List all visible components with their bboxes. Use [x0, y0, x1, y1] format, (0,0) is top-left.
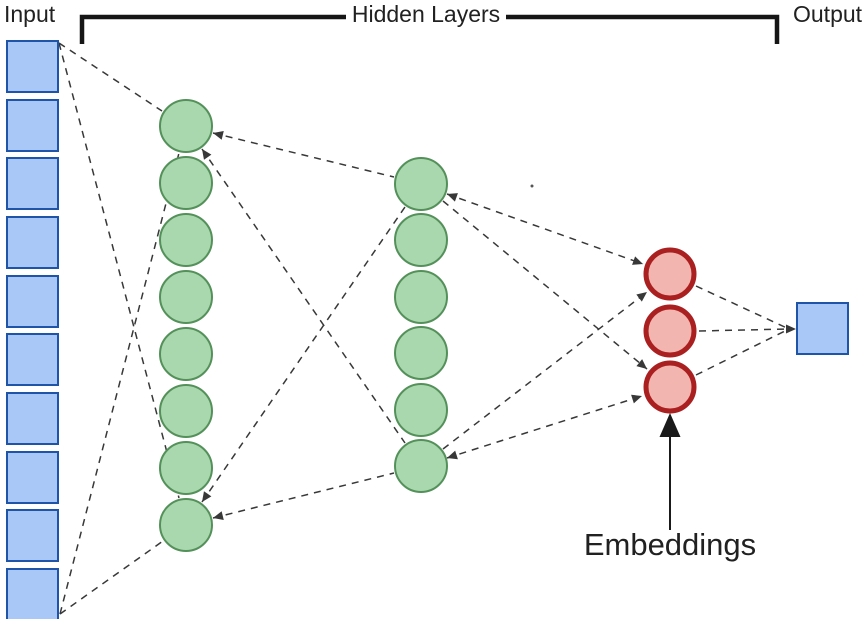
- hidden1-node: [159, 156, 213, 210]
- arrowhead-icon: [631, 394, 642, 404]
- arrowhead-icon: [632, 256, 643, 265]
- input-node: [6, 157, 59, 210]
- connector-line: [698, 328, 790, 332]
- arrowhead-icon: [213, 511, 224, 520]
- output-label: Output: [793, 1, 863, 27]
- connector-line: [442, 291, 648, 450]
- embedding-node: [643, 360, 697, 414]
- input-node: [6, 509, 59, 562]
- arrowhead-icon: [202, 149, 212, 160]
- hidden2-node: [394, 326, 448, 380]
- input-node: [6, 568, 59, 619]
- hidden1-node: [159, 384, 213, 438]
- arrowhead-icon: [202, 491, 212, 502]
- hidden1-node: [159, 213, 213, 267]
- connector-line: [446, 395, 643, 459]
- connector-line: [695, 328, 790, 376]
- connector-line: [442, 200, 648, 370]
- hidden2-node: [394, 270, 448, 324]
- hidden1-node: [159, 441, 213, 495]
- connector-line: [59, 540, 164, 615]
- output-node: [796, 302, 849, 355]
- connector-line: [58, 42, 163, 112]
- connector-line: [695, 285, 790, 330]
- bracket-right: [506, 14, 780, 44]
- arrowhead-icon: [447, 193, 458, 202]
- input-node: [6, 40, 59, 93]
- input-label: Input: [4, 1, 56, 27]
- arrowhead-icon: [636, 359, 647, 369]
- hidden1-node: [159, 99, 213, 153]
- embedding-node: [643, 247, 697, 301]
- hidden2-node: [394, 439, 448, 493]
- embeddings-pointer-arrowhead-icon: [659, 413, 681, 437]
- bracket-left: [79, 14, 346, 44]
- input-node: [6, 392, 59, 445]
- arrowhead-icon: [447, 450, 458, 460]
- hidden2-node: [394, 157, 448, 211]
- connector-line: [58, 42, 180, 499]
- connector-line: [212, 472, 395, 519]
- hidden1-node: [159, 270, 213, 324]
- embedding-node: [643, 304, 697, 358]
- input-node: [6, 216, 59, 269]
- speck: [530, 184, 534, 188]
- connector-line: [201, 148, 406, 444]
- input-node: [6, 275, 59, 328]
- hidden2-node: [394, 213, 448, 267]
- input-node: [6, 99, 59, 152]
- arrowhead-icon: [636, 292, 647, 302]
- input-node: [6, 451, 59, 504]
- connector-line: [59, 152, 180, 615]
- connector-line: [212, 132, 395, 178]
- input-node: [6, 333, 59, 386]
- hidden1-node: [159, 498, 213, 552]
- hidden2-node: [394, 383, 448, 437]
- connector-line: [201, 206, 406, 503]
- connector-line: [446, 193, 644, 265]
- embeddings-label: Embeddings: [583, 527, 757, 562]
- hidden1-node: [159, 327, 213, 381]
- arrowhead-icon: [786, 324, 796, 334]
- hidden-layers-label: Hidden Layers: [351, 1, 501, 27]
- arrowhead-icon: [213, 130, 224, 140]
